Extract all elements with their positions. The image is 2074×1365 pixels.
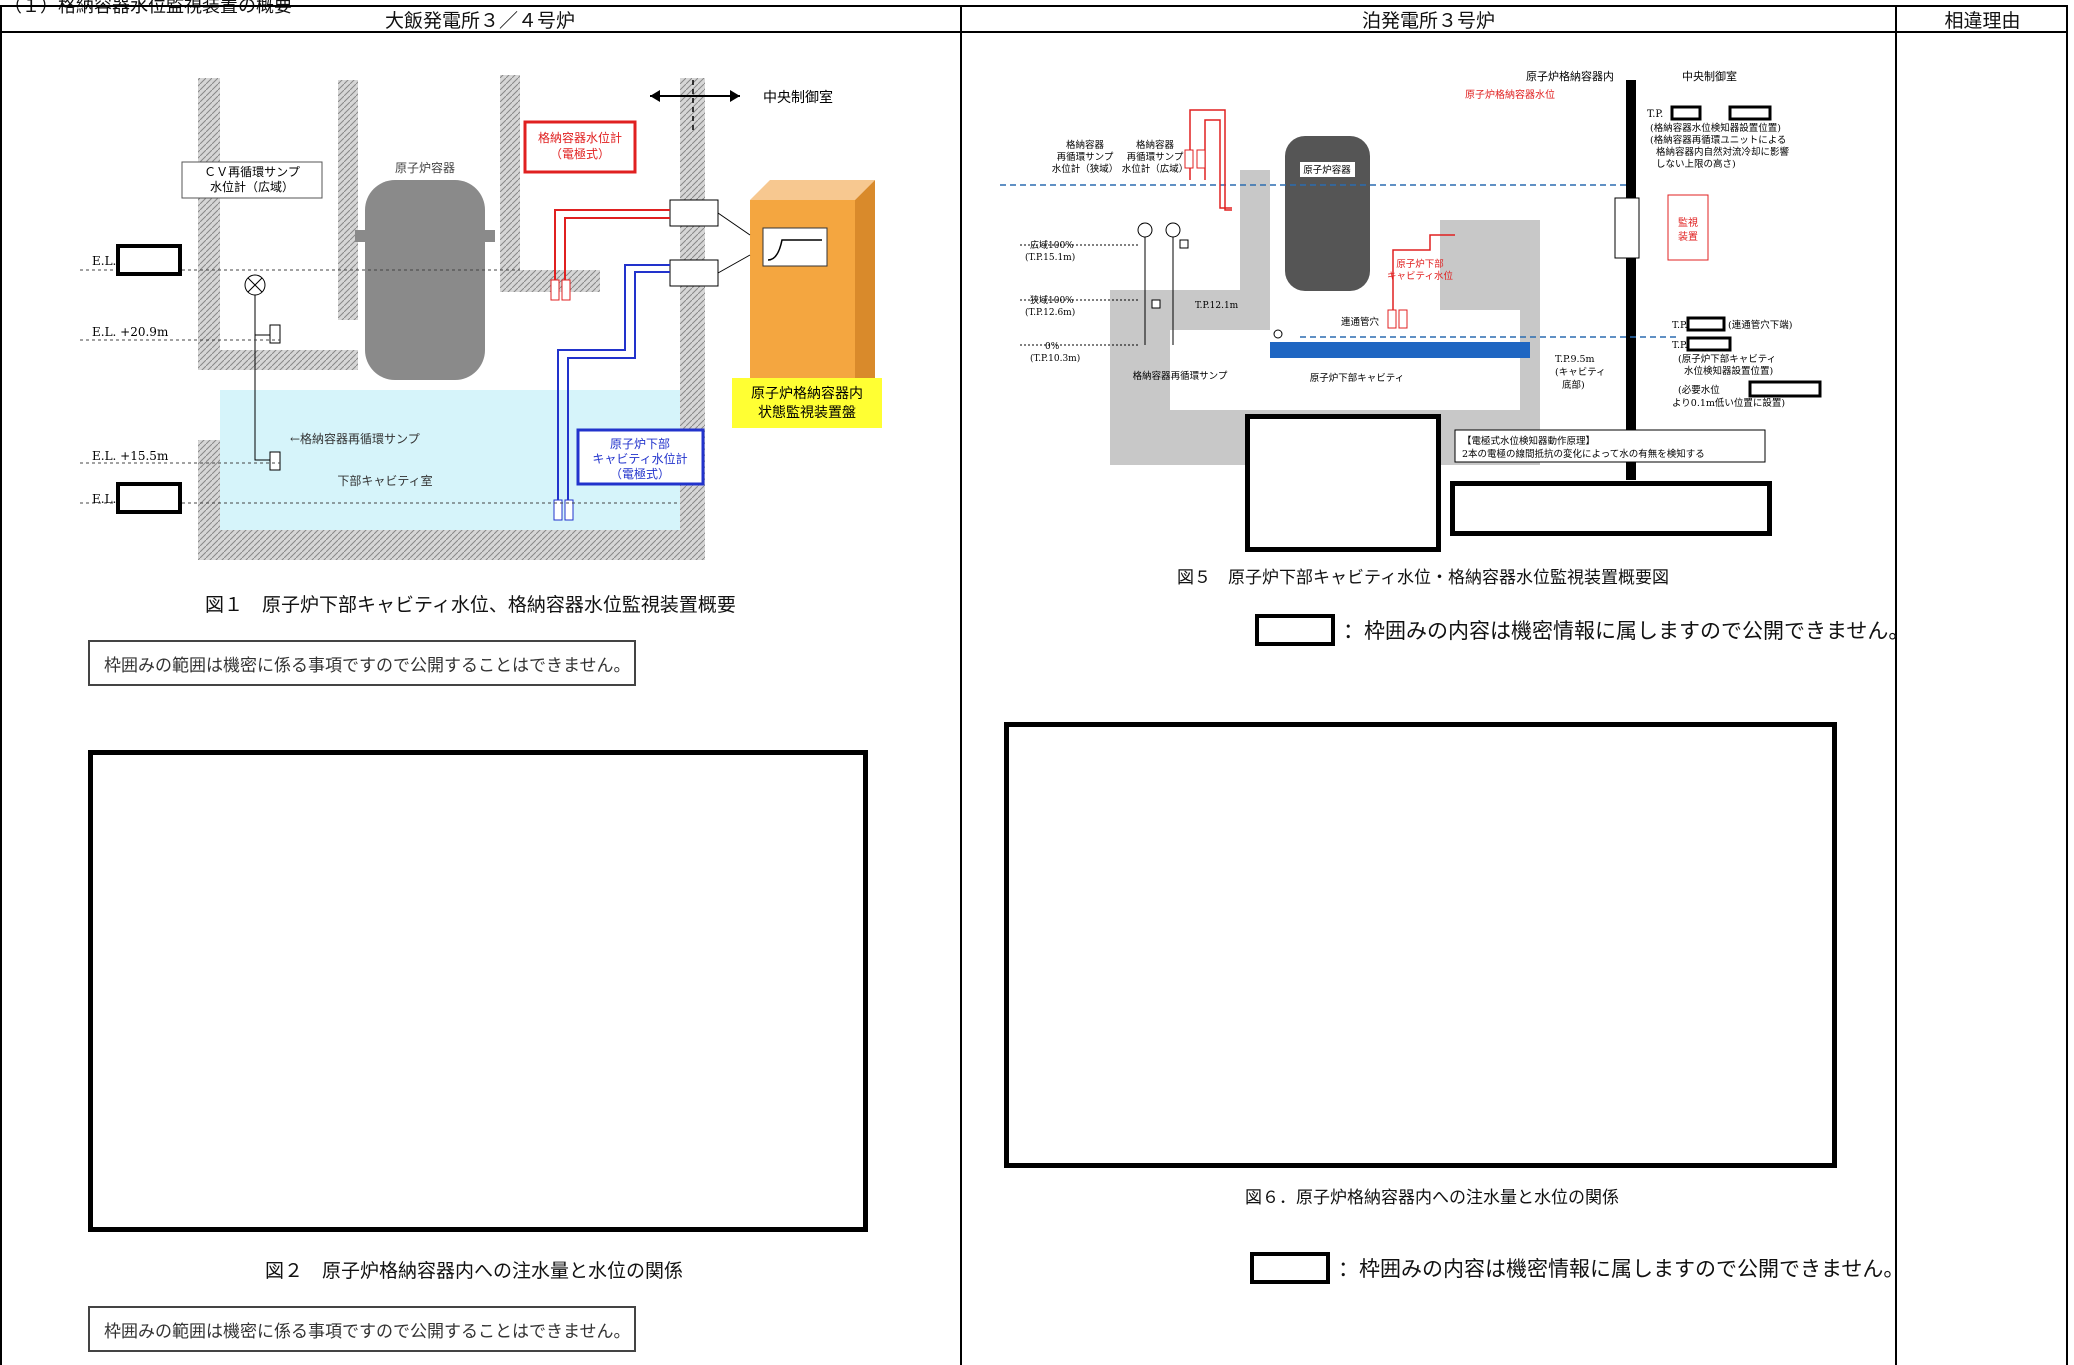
fig5-tp-low: T.P. bbox=[1672, 340, 1687, 351]
legend-box-icon bbox=[1250, 1252, 1330, 1284]
reactor-vessel-shape bbox=[365, 180, 485, 380]
fig5-tp-low-note-4: より0.1m低い位置に設置) bbox=[1672, 397, 1785, 409]
fig1-cv-sump-level-2: 水位計（広域） bbox=[210, 179, 294, 194]
fig5-control-room: 中央制御室 bbox=[1682, 69, 1737, 83]
fig1-cv-sump-level-1: ＣＶ再循環サンプ bbox=[204, 165, 300, 179]
fig5-wide100-1: 広域100% bbox=[1030, 239, 1074, 251]
fig5-sump-wide-3: 水位計（広域） bbox=[1122, 163, 1189, 175]
el-redaction-1 bbox=[116, 244, 182, 276]
fig5-zero-2: (T.P.10.3m) bbox=[1030, 353, 1080, 364]
figure-2-redacted bbox=[88, 750, 868, 1232]
fig5-tp-low-note-2: 水位検知器設置位置) bbox=[1684, 365, 1773, 377]
fig1-sump-label: ←格納容器再循環サンプ bbox=[290, 431, 420, 446]
fig5-cavity-level-1: 原子炉下部 bbox=[1396, 258, 1444, 270]
fig5-sump-narrow-2: 再循環サンプ bbox=[1057, 151, 1114, 163]
header-row-divider bbox=[0, 31, 2068, 33]
fig5-narrow100-2: (T.P.12.6m) bbox=[1025, 307, 1075, 318]
fig5-principle-1: 【電極式水位検知器動作原理】 bbox=[1462, 435, 1595, 447]
confidentiality-legend-2: ：枠囲みの内容は機密情報に属しますので公開できません。 bbox=[1250, 1252, 1904, 1284]
column-header-tomari: 泊発電所３号炉 bbox=[1361, 10, 1495, 32]
fig5-sump-narrow-1: 格納容器 bbox=[1066, 139, 1105, 151]
fig1-lower-cavity-room: 下部キャビティ室 bbox=[337, 473, 432, 488]
fig5-tp-12: T.P.12.1m bbox=[1195, 301, 1239, 311]
fig5-sump-label: 格納容器再循環サンプ bbox=[1133, 370, 1228, 382]
fig5-tp-top-note-1: (格納容器水位検知器設置位置) bbox=[1650, 122, 1781, 134]
column-divider-1 bbox=[960, 5, 962, 1365]
fig5-tp-top-note-3: 格納容器内自然対流冷却に影響 bbox=[1656, 146, 1790, 158]
fig1-cavity-level-3: （電極式） bbox=[610, 466, 670, 481]
fig5-sump-wide-2: 再循環サンプ bbox=[1127, 151, 1184, 163]
fig5-tp-low-note-1: (原子炉下部キャビティ bbox=[1678, 353, 1776, 365]
fig1-el-3: E.L. +15.5m bbox=[92, 449, 169, 463]
figure-1-caption: 図１ 原子炉下部キャビティ水位、格納容器水位監視装置概要 bbox=[205, 594, 736, 616]
el-redaction-2 bbox=[116, 482, 182, 514]
fig5-tp-pipe: T.P. bbox=[1672, 320, 1687, 331]
fig1-cv-level-red-2: （電極式） bbox=[550, 146, 610, 161]
fig5-tp95: T.P.9.5m bbox=[1555, 354, 1595, 365]
figure-5-redacted-block-2 bbox=[1450, 481, 1772, 536]
legend-text-1: ：枠囲みの内容は機密情報に属しますので公開できません。 bbox=[1343, 619, 1910, 643]
confidentiality-note-1: 枠囲みの範囲は機密に係る事項ですので公開することはできません。 bbox=[88, 640, 636, 686]
fig5-reactor-vessel bbox=[1285, 136, 1370, 291]
figure-5-caption: 図５ 原子炉下部キャビティ水位・格納容器水位監視装置概要図 bbox=[1177, 568, 1669, 588]
fig5-tp-top-note-4: しない上限の高さ) bbox=[1656, 158, 1736, 170]
legend-text-2: ：枠囲みの内容は機密情報に属しますので公開できません。 bbox=[1338, 1257, 1905, 1281]
fig1-monitor-panel-1: 原子炉格納容器内 bbox=[751, 385, 863, 402]
fig5-tp95-3: 底部) bbox=[1562, 379, 1585, 391]
figure-6-redacted bbox=[1004, 722, 1837, 1168]
cavity-water bbox=[1270, 342, 1530, 358]
fig5-reactor-vessel-label: 原子炉容器 bbox=[1303, 164, 1351, 176]
fig5-tp-pipe-note: (連通管穴下端) bbox=[1728, 319, 1792, 331]
fig1-el-1: E.L. bbox=[92, 254, 116, 268]
figure-1-diagram: 中央制御室 ＣＶ再循環サンプ 水位計（広域） 原子炉容器 格納容器水位計 （電極… bbox=[80, 75, 882, 560]
legend-box-icon bbox=[1255, 614, 1335, 646]
fig1-reactor-vessel-label: 原子炉容器 bbox=[395, 160, 455, 175]
fig1-cv-level-red-1: 格納容器水位計 bbox=[538, 130, 622, 145]
fig5-tp-top-note-2: (格納容器再循環ユニットによる bbox=[1650, 134, 1786, 146]
fig5-narrow100-1: 狭域100% bbox=[1030, 294, 1074, 306]
confidentiality-legend-1: ：枠囲みの内容は機密情報に属しますので公開できません。 bbox=[1255, 614, 1909, 646]
fig5-pipe-hole: 連通管穴 bbox=[1341, 316, 1380, 328]
column-header-reason: 相違理由 bbox=[1944, 10, 2021, 32]
fig1-cavity-level-2: キャビティ水位計 bbox=[592, 451, 687, 466]
fig1-el-2: E.L. +20.9m bbox=[92, 325, 169, 339]
fig5-principle-2: 2本の電極の線間抵抗の変化によって水の有無を検知する bbox=[1462, 448, 1705, 460]
fig5-tp95-2: (キャビティ bbox=[1555, 367, 1606, 378]
fig5-cavity-level-2: キャビティ水位 bbox=[1387, 270, 1453, 282]
fig1-el-4: E.L. bbox=[92, 492, 116, 506]
fig5-cavity-label: 原子炉下部キャビティ bbox=[1310, 372, 1404, 384]
fig5-monitor-1: 監視 bbox=[1678, 216, 1698, 229]
table-frame bbox=[0, 5, 2068, 1365]
fig5-sump-wide-1: 格納容器 bbox=[1136, 139, 1175, 151]
fig5-zero-1: 0% bbox=[1045, 342, 1060, 352]
figure-2-caption: 図２ 原子炉格納容器内への注水量と水位の関係 bbox=[265, 1260, 684, 1282]
fig5-wide100-2: (T.P.15.1m) bbox=[1025, 252, 1075, 263]
figure-5-redacted-block-1 bbox=[1245, 414, 1441, 552]
column-header-ohi: 大飯発電所３／４号炉 bbox=[384, 10, 575, 32]
fig5-tp-low-note-3: (必要水位 bbox=[1678, 384, 1720, 396]
confidentiality-note-2: 枠囲みの範囲は機密に係る事項ですので公開することはできません。 bbox=[88, 1306, 636, 1352]
fig5-cv-water-level: 原子炉格納容器水位 bbox=[1465, 88, 1555, 101]
fig5-tp-top: T.P. bbox=[1647, 109, 1663, 120]
fig1-control-room: 中央制御室 bbox=[763, 89, 833, 106]
document-section-title: （１）格納容器水位監視装置の概要 bbox=[4, 0, 292, 17]
fig5-monitor-2: 装置 bbox=[1678, 230, 1698, 243]
column-divider-2 bbox=[1895, 5, 1897, 1365]
fig1-cavity-level-1: 原子炉下部 bbox=[610, 436, 670, 451]
fig5-in-cv: 原子炉格納容器内 bbox=[1526, 69, 1614, 83]
figure-6-caption: 図６．原子炉格納容器内への注水量と水位の関係 bbox=[1245, 1188, 1619, 1208]
fig1-monitor-panel-2: 状態監視装置盤 bbox=[758, 404, 856, 421]
fig5-sump-narrow-3: 水位計（狭域） bbox=[1052, 163, 1119, 175]
